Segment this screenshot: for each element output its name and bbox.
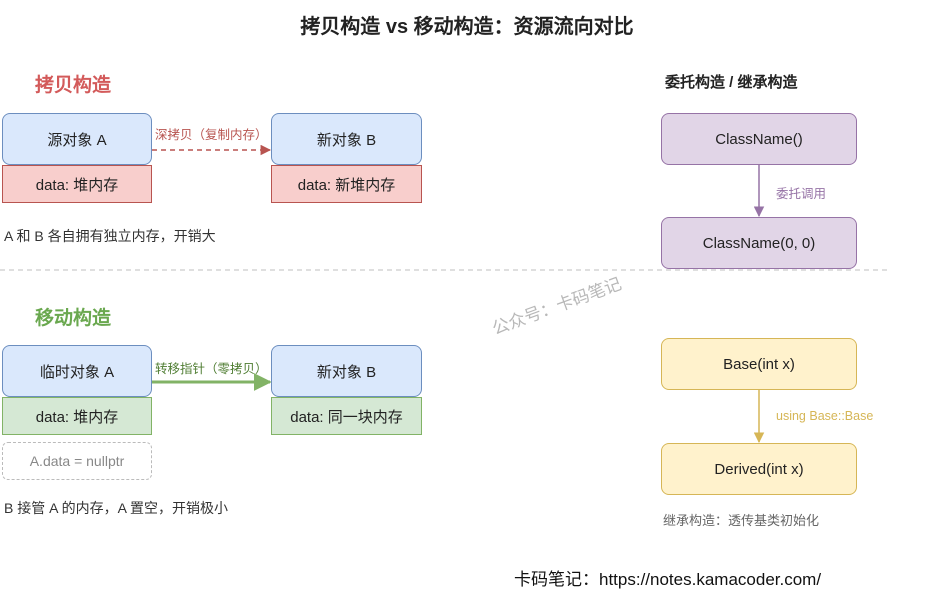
copy-source-box: 源对象 A bbox=[2, 113, 152, 165]
copy-arrow-label: 深拷贝（复制内存） bbox=[155, 128, 268, 142]
right-heading: 委托构造 / 继承构造 bbox=[665, 74, 798, 91]
copy-source-data: data: 堆内存 bbox=[2, 165, 152, 203]
delegating-box-2: ClassName(0, 0) bbox=[661, 217, 857, 269]
move-source-data: data: 堆内存 bbox=[2, 397, 152, 435]
move-source-box: 临时对象 A bbox=[2, 345, 152, 397]
delegating-box-1: ClassName() bbox=[661, 113, 857, 165]
footer-link[interactable]: 卡码笔记：https://notes.kamacoder.com/ bbox=[514, 570, 822, 589]
copy-target-box: 新对象 B bbox=[271, 113, 422, 165]
inheriting-note: 继承构造：透传基类初始化 bbox=[663, 513, 820, 528]
page-title: 拷贝构造 vs 移动构造：资源流向对比 bbox=[300, 16, 634, 38]
move-target-box: 新对象 B bbox=[271, 345, 422, 397]
inheriting-box-1: Base(int x) bbox=[661, 338, 857, 390]
move-null-box: A.data = nullptr bbox=[2, 442, 152, 480]
copy-heading: 拷贝构造 bbox=[35, 75, 112, 96]
copy-target-data: data: 新堆内存 bbox=[271, 165, 422, 203]
move-note: B 接管 A 的内存，A 置空，开销极小 bbox=[4, 500, 229, 516]
copy-note: A 和 B 各自拥有独立内存，开销大 bbox=[4, 228, 216, 244]
move-arrow-label: 转移指针（零拷贝） bbox=[155, 362, 268, 376]
move-target-data: data: 同一块内存 bbox=[271, 397, 422, 435]
inheriting-arrow-label: using Base::Base bbox=[776, 409, 874, 423]
move-heading: 移动构造 bbox=[35, 308, 112, 329]
inheriting-box-2: Derived(int x) bbox=[661, 443, 857, 495]
delegating-arrow-label: 委托调用 bbox=[776, 187, 827, 201]
